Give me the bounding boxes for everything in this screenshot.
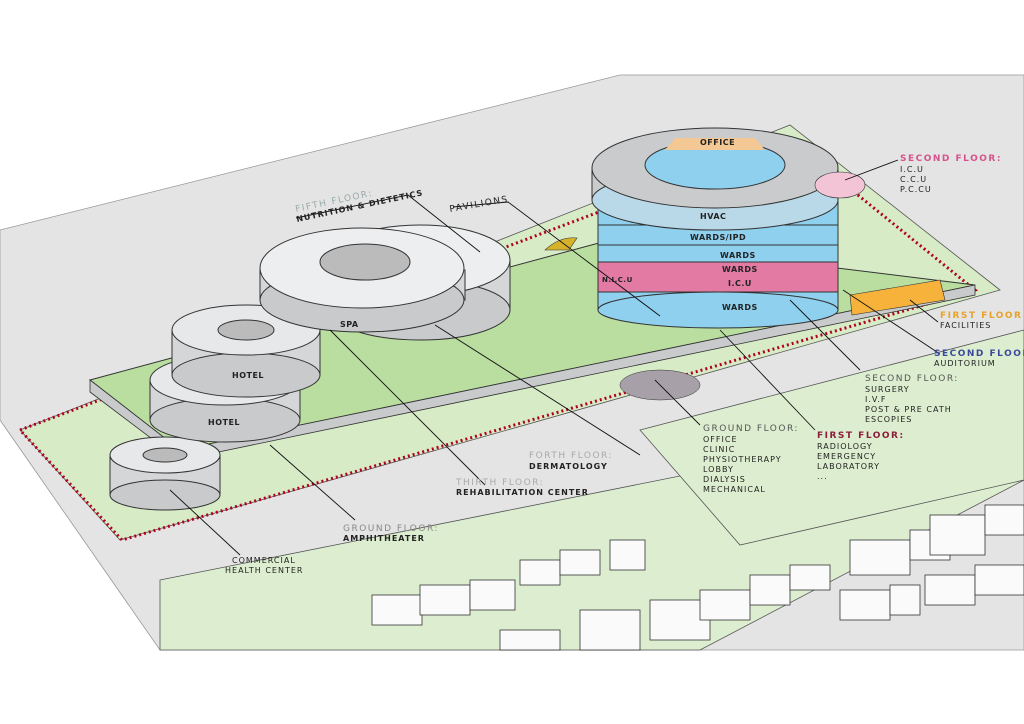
leader-lines (169, 159, 941, 556)
ring-label-spa: SPA (340, 320, 359, 329)
tower-label-wards-ipd: WARDS/IPD (690, 233, 746, 242)
spa-ring: SPA (259, 224, 511, 341)
facilities-block (849, 279, 946, 316)
label-second-floor-icu: SECOND FLOOR: I.C.U C.C.U P.C.CU (900, 154, 1002, 194)
label-commercial: COMMERCIAL HEALTH CENTER (225, 556, 303, 575)
commercial-ring (109, 436, 221, 511)
label-item: DIALYSIS (703, 475, 746, 484)
label-item: LABORATORY (817, 462, 880, 471)
hotel-ring-upper: HOTEL (171, 304, 321, 398)
label-heading: THIRTH FLOOR: (455, 478, 544, 488)
label-ground-floor-amphitheater: GROUND FLOOR: AMPHITHEATER (343, 524, 439, 543)
label-item: SURGERY (865, 385, 910, 394)
label-heading: GROUND FLOOR: (703, 424, 799, 434)
pavilion-pink (814, 171, 866, 199)
ring-label-hotel: HOTEL (232, 371, 264, 380)
label-heading: SECOND FLOOR: (865, 374, 959, 384)
neighbouring-buildings (371, 504, 1024, 651)
label-item: MECHANICAL (703, 485, 766, 494)
label-item: AUDITORIUM (934, 359, 996, 368)
label-item: C.C.U (900, 175, 927, 184)
label-item: ESCOPIES (865, 415, 912, 424)
label-thirth-floor: THIRTH FLOOR: REHABILITATION CENTER (455, 478, 589, 497)
label-heading: SECOND FLOOR: (900, 154, 1002, 164)
label-item: I.C.U (900, 165, 924, 174)
label-item: COMMERCIAL (232, 556, 296, 565)
label-forth-floor: FORTH FLOOR: DERMATOLOGY (529, 451, 613, 471)
label-heading: FIRST FLOOR: (940, 311, 1024, 321)
label-item: CLINIC (703, 445, 735, 454)
label-first-floor-facilities: FIRST FLOOR: FACILITIES (940, 311, 1024, 330)
label-item: FACILITIES (940, 321, 991, 330)
label-item: POST & PRE CATH (865, 405, 952, 414)
label-item: LOBBY (703, 465, 734, 474)
tower-label-icu: I.C.U (728, 279, 752, 288)
label-item: RADIOLOGY (817, 442, 873, 451)
tower-label-wards: WARDS (722, 265, 758, 274)
pavilion (544, 237, 578, 251)
label-heading: FIRST FLOOR: (817, 431, 905, 441)
label-ground-floor-office: GROUND FLOOR: OFFICE CLINIC PHYSIOTHERAP… (703, 424, 799, 494)
hospital-tower: OFFICE HVAC WARDS/IPD WARDS WARDS I.C.U … (591, 127, 839, 329)
label-first-floor-radiology: FIRST FLOOR: RADIOLOGY EMERGENCY LABORAT… (817, 431, 905, 481)
label-item: DERMATOLOGY (529, 462, 608, 471)
label-item: ... (817, 472, 828, 481)
label-second-floor-surgery: SECOND FLOOR: SURGERY I.V.F POST & PRE C… (865, 374, 959, 424)
label-item: I.V.F (865, 395, 887, 404)
tower-label-nicu: N.I.C.U (602, 276, 633, 284)
label-heading: SECOND FLOOR: (934, 349, 1024, 359)
label-second-floor-auditorium: SECOND FLOOR: AUDITORIUM (934, 349, 1024, 368)
tower-label-wards: WARDS (720, 251, 756, 260)
label-item: P.C.CU (900, 185, 932, 194)
label-item: PHYSIOTHERAPY (703, 455, 782, 464)
tower-label-office: OFFICE (700, 138, 735, 147)
label-item: EMERGENCY (817, 452, 876, 461)
tower-label-hvac: HVAC (700, 212, 726, 221)
block-east (639, 329, 1024, 546)
label-heading: FORTH FLOOR: (529, 451, 613, 461)
label-item: AMPHITHEATER (343, 534, 425, 543)
tower-label-wards: WARDS (722, 303, 758, 312)
label-item: OFFICE (703, 435, 738, 444)
label-item: HEALTH CENTER (225, 566, 303, 575)
label-heading: GROUND FLOOR: (343, 524, 439, 534)
ring-label-hotel: HOTEL (208, 418, 240, 427)
label-item: REHABILITATION CENTER (456, 488, 589, 497)
